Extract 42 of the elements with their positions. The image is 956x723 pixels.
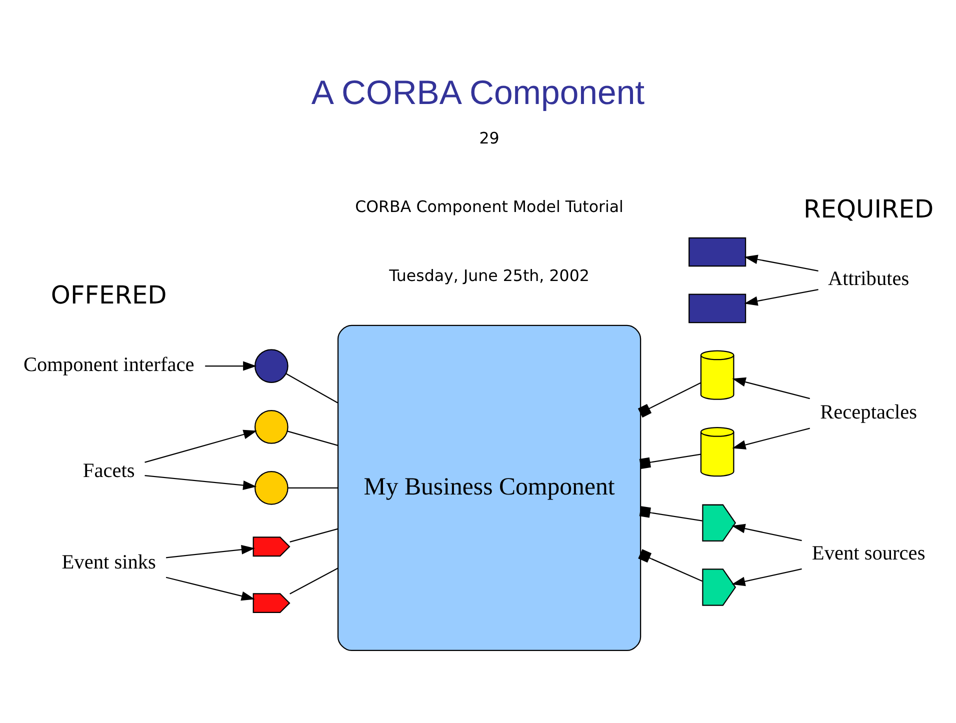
node-box: My Business Component <box>337 324 642 652</box>
node-pentagon <box>702 504 736 542</box>
connector <box>290 528 338 542</box>
label: Tuesday, June 25th, 2002 <box>389 266 590 286</box>
node-text: Event sources <box>812 542 926 564</box>
node-text: Receptacles <box>820 401 918 424</box>
arrow <box>144 430 257 463</box>
arrow <box>732 524 802 542</box>
connector <box>287 430 338 446</box>
connector <box>286 373 338 404</box>
connector <box>638 549 702 582</box>
node-text: Event sinks <box>62 552 156 574</box>
connector <box>290 568 338 594</box>
node-text: Component interface <box>23 354 194 376</box>
node-circle <box>254 349 288 383</box>
label: REQUIRED <box>804 194 934 224</box>
node-circle <box>254 410 288 444</box>
node-text: Facets <box>82 460 135 482</box>
connector <box>639 506 702 522</box>
connector <box>638 382 701 418</box>
label: 29 <box>479 128 500 148</box>
arrow <box>166 544 255 558</box>
arrow <box>166 576 255 601</box>
node-circle <box>254 471 288 505</box>
connector <box>288 487 338 488</box>
label: OFFERED <box>50 280 167 310</box>
arrow <box>205 361 257 371</box>
node-chevron <box>252 593 290 614</box>
node-box <box>688 294 746 324</box>
arrow <box>144 475 257 490</box>
node-chevron <box>252 536 290 557</box>
label: CORBA Component Model Tutorial <box>355 197 624 216</box>
node-text: Attributes <box>828 268 910 290</box>
node-box <box>688 237 746 267</box>
node-pentagon <box>702 568 736 606</box>
arrow <box>732 568 802 586</box>
diagram-title: A CORBA Component <box>311 74 645 112</box>
arrow <box>744 288 818 306</box>
arrow <box>744 254 818 272</box>
arrow <box>732 428 810 450</box>
connector <box>639 454 701 469</box>
arrow <box>732 377 810 400</box>
